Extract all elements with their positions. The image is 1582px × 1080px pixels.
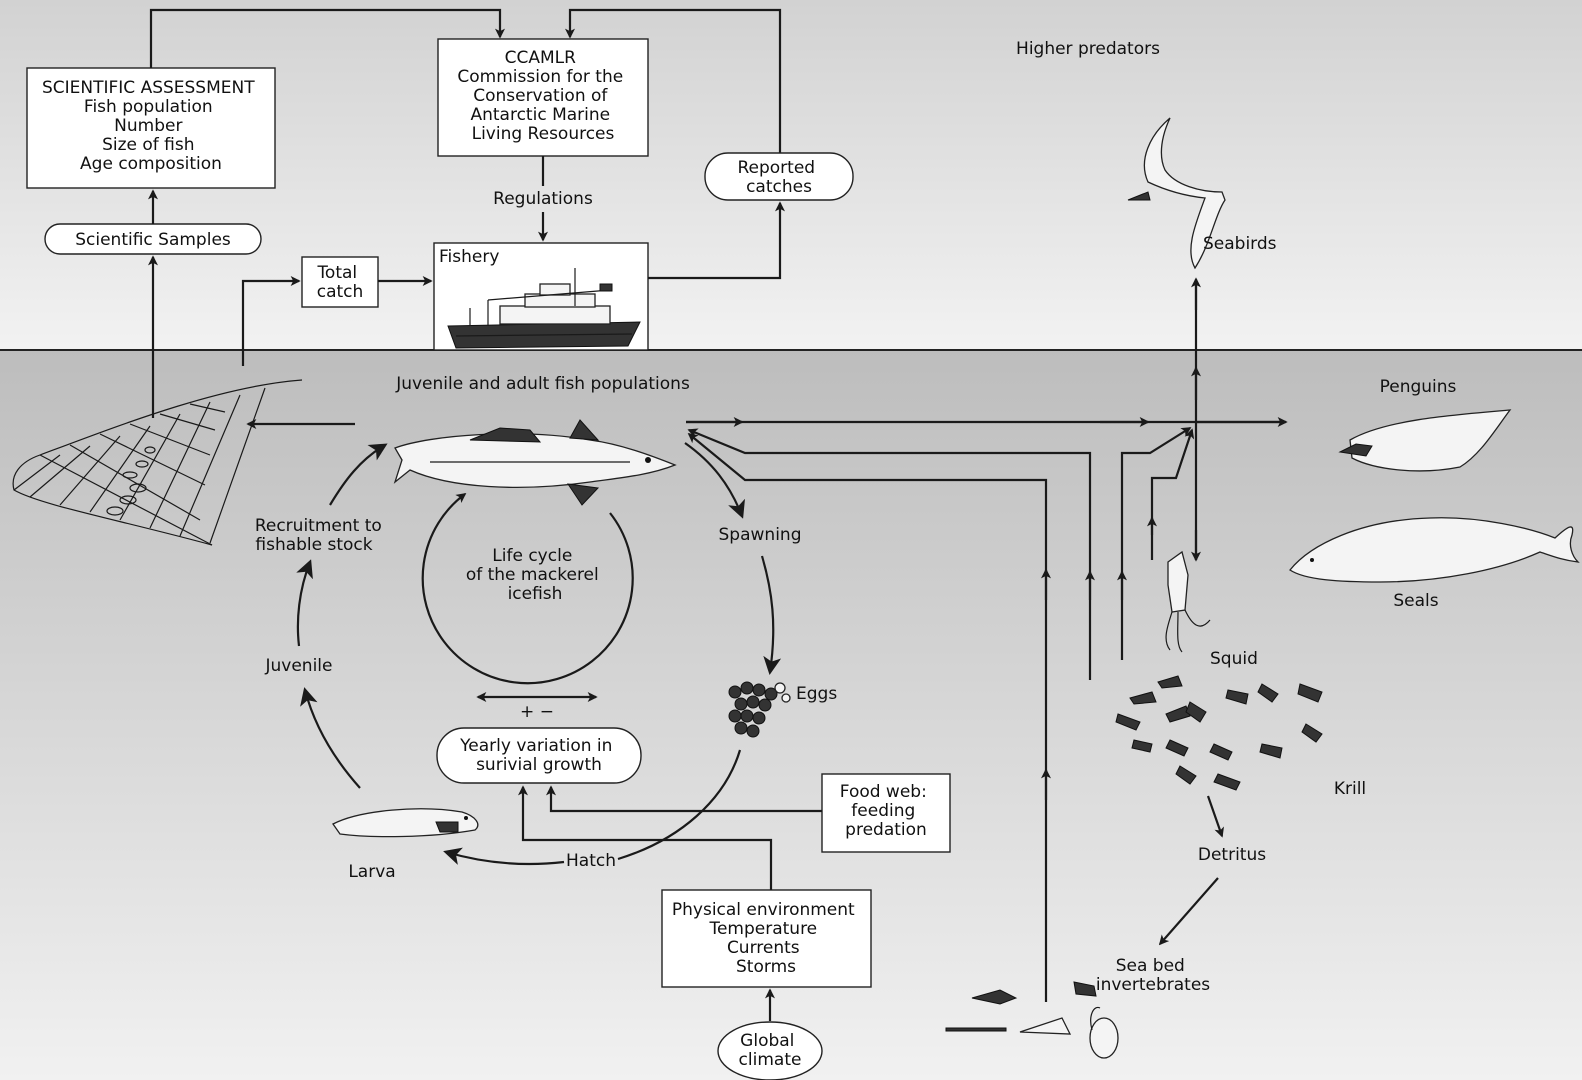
food-web-text: Food web: feeding predation	[840, 782, 932, 840]
krill-label: Krill	[1334, 779, 1366, 799]
net-to-total-catch-arrow	[241, 276, 301, 366]
spawning-to-eggs-arrow	[760, 555, 782, 675]
detritus-label: Detritus	[1198, 845, 1266, 865]
physical-to-yearly-arrow	[518, 785, 773, 890]
spawning-label: Spawning	[719, 525, 802, 545]
juvenile-label: Juvenile	[265, 656, 333, 676]
adult-icefish	[393, 419, 677, 506]
scientific-samples-text: Scientific Samples	[75, 230, 231, 250]
hatch-label: Hatch	[566, 851, 616, 871]
juvenile-adult-label: Juvenile and adult fish populations	[395, 374, 690, 394]
larva-label: Larva	[348, 862, 395, 882]
detritus-to-seabed-arrow	[1158, 877, 1219, 946]
ccamlr-box	[437, 38, 649, 157]
krill-to-hub-line	[1120, 427, 1192, 660]
recruitment-text: Recruitment to fishable stock	[255, 516, 387, 555]
squid-label: Squid	[1210, 649, 1258, 669]
seabird	[1127, 117, 1226, 270]
total-catch-text: Total catch	[316, 263, 363, 302]
global-climate-text: Global climate	[739, 1031, 802, 1070]
recruitment-to-fish-arrow	[329, 443, 388, 506]
sea-bed-text: Sea bed invertebrates	[1096, 956, 1210, 995]
seal	[1289, 517, 1580, 583]
krill-swarm	[1115, 675, 1323, 791]
ccamlr-text: CCAMLR Commission for the Conservation o…	[457, 48, 628, 144]
eggs-cluster	[728, 681, 791, 738]
penguins-label: Penguins	[1380, 377, 1457, 397]
squid	[1165, 550, 1211, 653]
life-cycle-text: Life cycle of the mackerel icefish	[466, 546, 604, 604]
physical-environment-text: Physical environment Temperature Current…	[672, 900, 860, 977]
eggs-label: Eggs	[796, 684, 837, 704]
eggs-to-hatch-line	[617, 749, 742, 861]
seals-label: Seals	[1393, 591, 1438, 611]
reported-to-ccamlr-arrow	[565, 8, 782, 153]
fish-to-spawning-arrow	[684, 442, 745, 519]
scientific-assessment-box	[26, 67, 276, 189]
life-cycle-circle	[421, 493, 634, 685]
food-web-to-yearly-arrow	[546, 785, 822, 813]
scientific-assessment-text: SCIENTIFIC ASSESSMENT Fish population Nu…	[42, 78, 260, 174]
reported-catches-box	[704, 152, 854, 201]
penguin	[1338, 409, 1512, 472]
juvenile-to-recruitment-arrow	[296, 559, 313, 647]
seabirds-label: Seabirds	[1203, 234, 1277, 254]
higher-predators-label: Higher predators	[1016, 39, 1160, 59]
global-climate-box	[717, 1021, 823, 1080]
larva-fish	[332, 808, 479, 838]
larva-to-juvenile-arrow	[300, 687, 361, 789]
krill-to-fish-line	[687, 428, 1092, 680]
plus-minus-label: + −	[520, 702, 554, 722]
food-web-box	[821, 773, 951, 853]
yearly-variation-text: Yearly variation in surivial growth	[459, 736, 618, 775]
physical-environment-box	[661, 889, 872, 988]
trawl-net	[12, 379, 303, 546]
sea-bed-invertebrates	[945, 981, 1119, 1059]
fishery-label: Fishery	[439, 247, 499, 267]
trawler-ship	[447, 268, 641, 349]
hatch-to-larva-arrow	[443, 847, 565, 866]
assessment-to-ccamlr-arrow	[149, 8, 505, 68]
krill-to-detritus-arrow	[1206, 795, 1224, 838]
fishery-to-reported-arrow	[648, 201, 785, 280]
seabed-to-fish-line	[687, 432, 1048, 1002]
reported-catches-text: Reported catches	[737, 158, 820, 197]
yearly-variation-box	[436, 727, 642, 784]
regulations-label: Regulations	[493, 189, 593, 209]
